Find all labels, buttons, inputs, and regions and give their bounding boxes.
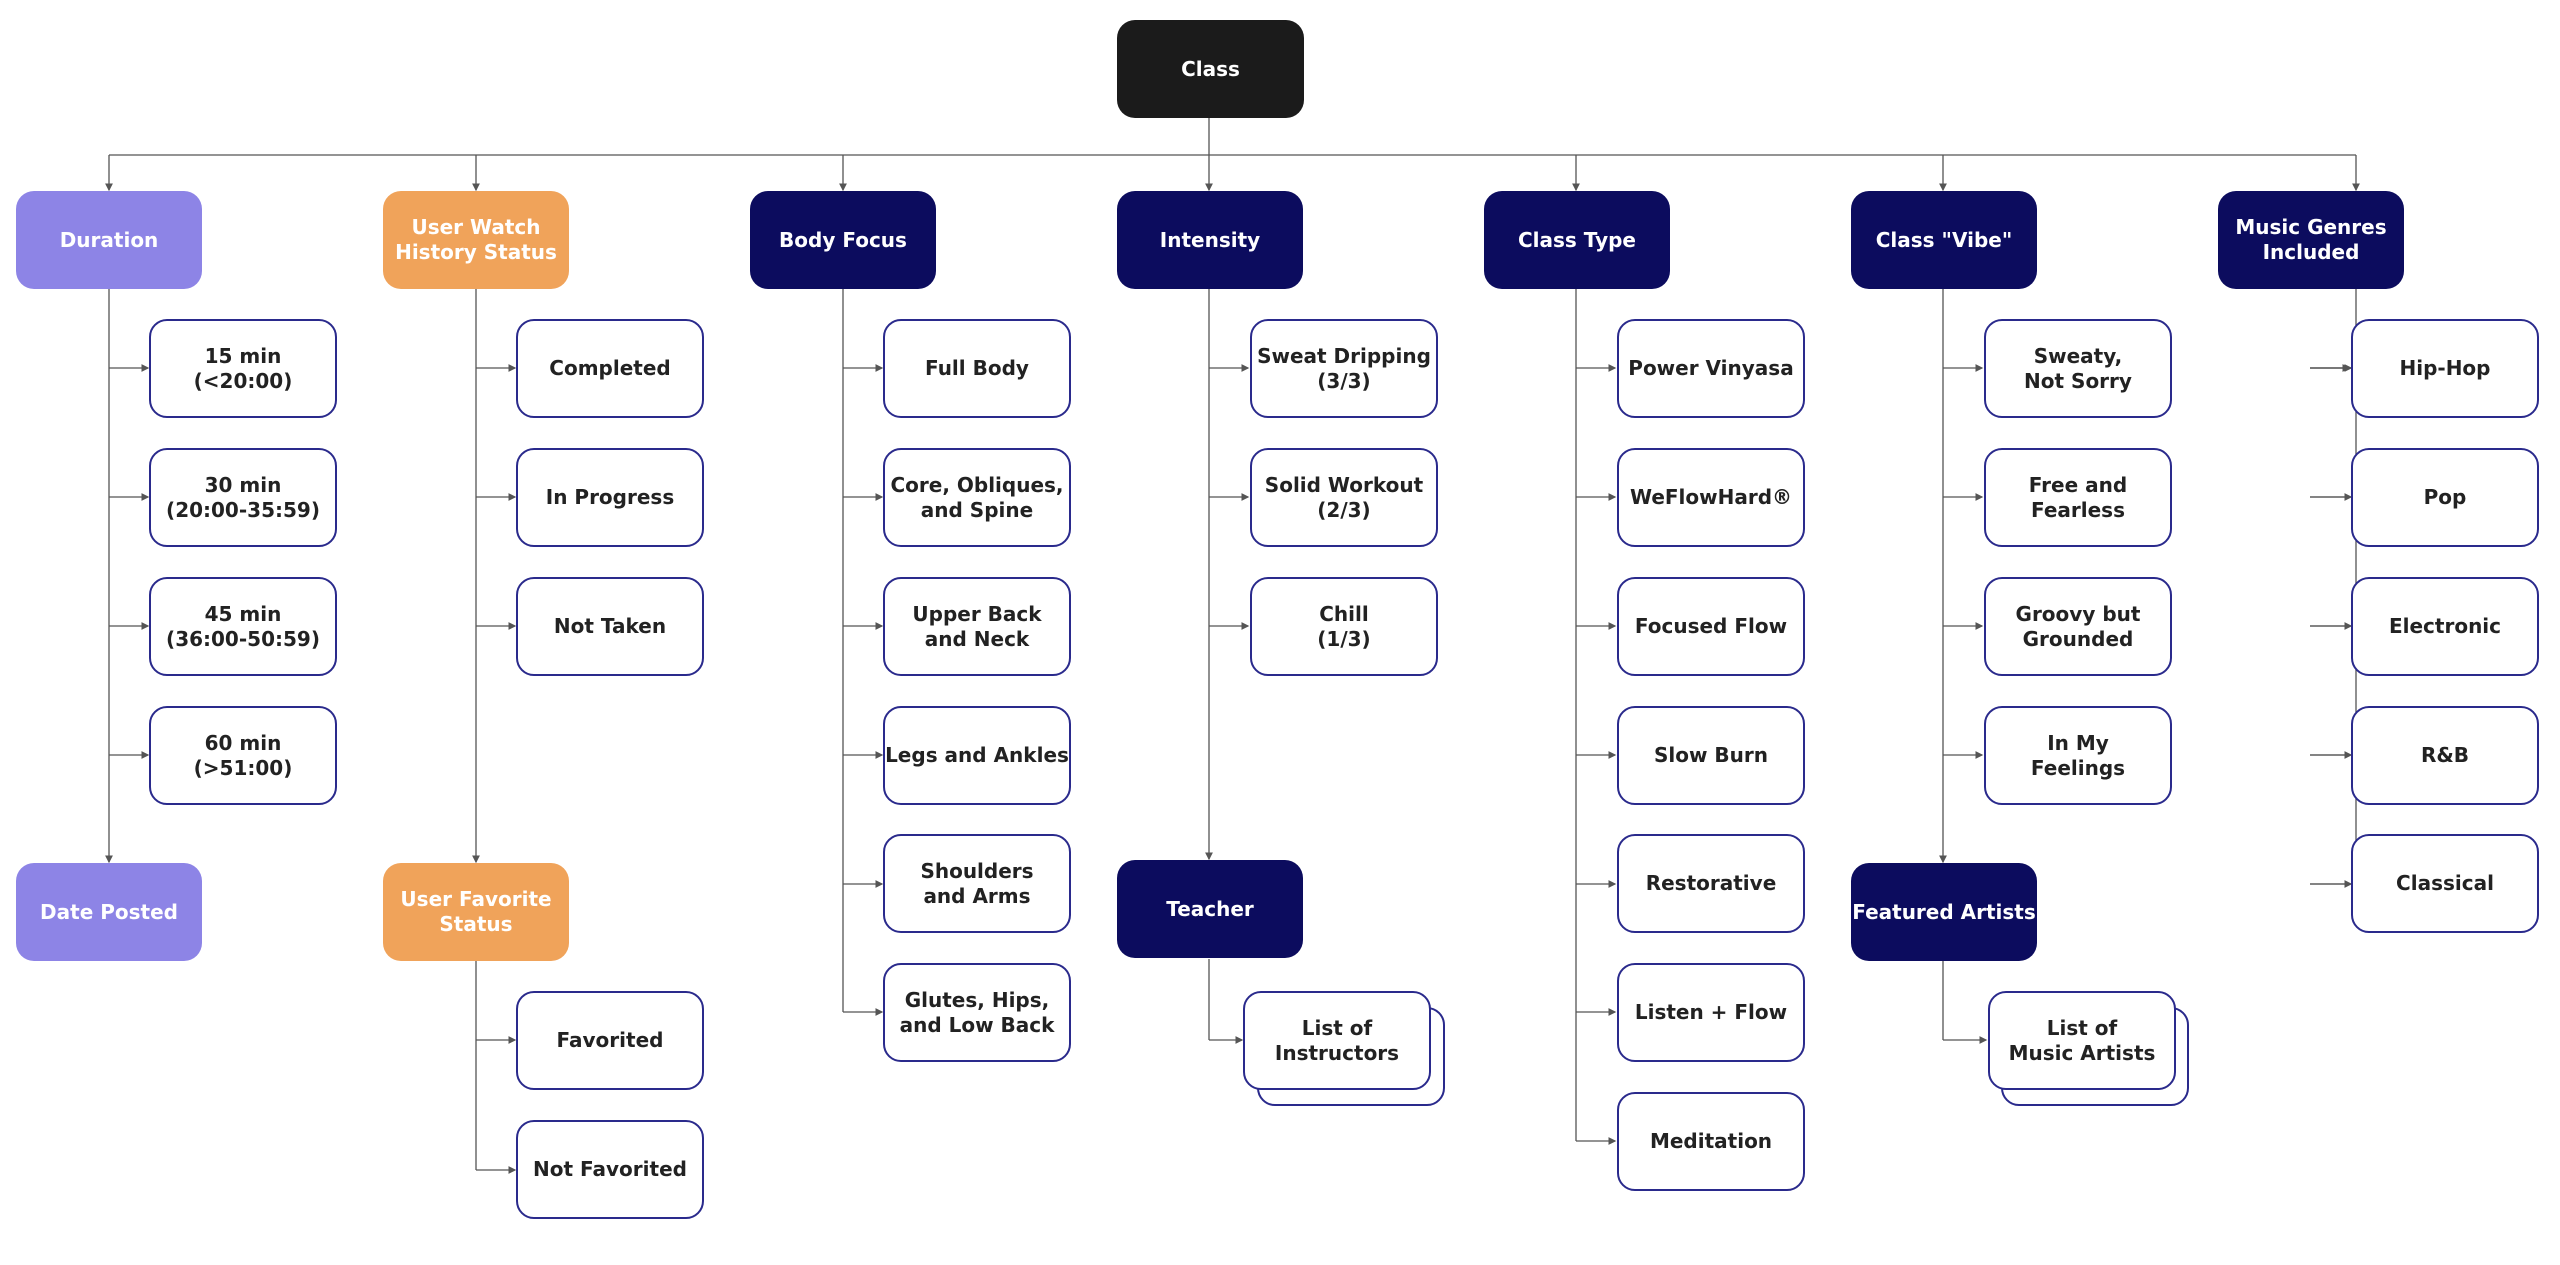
category-class-type: Class Type — [1484, 191, 1670, 289]
root-node-class: Class — [1117, 20, 1304, 118]
category-duration: Duration — [16, 191, 202, 289]
leaf-vibe-feelings: In My Feelings — [1984, 706, 2172, 805]
leaf-body-core: Core, Obliques, and Spine — [883, 448, 1071, 547]
leaf-genre-pop: Pop — [2351, 448, 2539, 547]
leaf-type-weflowhard: WeFlowHard® — [1617, 448, 1805, 547]
leaf-type-restorative: Restorative — [1617, 834, 1805, 933]
leaf-duration-15: 15 min (<20:00) — [149, 319, 337, 418]
category-teacher: Teacher — [1117, 860, 1303, 958]
leaf-duration-45: 45 min (36:00-50:59) — [149, 577, 337, 676]
leaf-type-slow-burn: Slow Burn — [1617, 706, 1805, 805]
leaf-genre-hip-hop: Hip-Hop — [2351, 319, 2539, 418]
leaf-body-glutes: Glutes, Hips, and Low Back — [883, 963, 1071, 1062]
leaf-type-power-vinyasa: Power Vinyasa — [1617, 319, 1805, 418]
leaf-intensity-solid: Solid Workout (2/3) — [1250, 448, 1438, 547]
leaf-genre-rnb: R&B — [2351, 706, 2539, 805]
leaf-intensity-sweat: Sweat Dripping (3/3) — [1250, 319, 1438, 418]
leaf-duration-30: 30 min (20:00-35:59) — [149, 448, 337, 547]
leaf-vibe-free: Free and Fearless — [1984, 448, 2172, 547]
leaf-list-of-instructors: List of Instructors — [1243, 991, 1431, 1090]
leaf-intensity-chill: Chill (1/3) — [1250, 577, 1438, 676]
leaf-body-shoulders: Shoulders and Arms — [883, 834, 1071, 933]
leaf-list-of-music-artists: List of Music Artists — [1988, 991, 2176, 1090]
leaf-vibe-groovy: Groovy but Grounded — [1984, 577, 2172, 676]
category-body-focus: Body Focus — [750, 191, 936, 289]
leaf-not-favorited: Not Favorited — [516, 1120, 704, 1219]
leaf-genre-classical: Classical — [2351, 834, 2539, 933]
leaf-watch-not-taken: Not Taken — [516, 577, 704, 676]
leaf-favorited: Favorited — [516, 991, 704, 1090]
leaf-watch-completed: Completed — [516, 319, 704, 418]
category-featured-artists: Featured Artists — [1851, 863, 2037, 961]
leaf-type-meditation: Meditation — [1617, 1092, 1805, 1191]
leaf-duration-60: 60 min (>51:00) — [149, 706, 337, 805]
category-favorite-status: User Favorite Status — [383, 863, 569, 961]
leaf-body-legs: Legs and Ankles — [883, 706, 1071, 805]
leaf-body-upper-back: Upper Back and Neck — [883, 577, 1071, 676]
leaf-type-focused-flow: Focused Flow — [1617, 577, 1805, 676]
leaf-type-listen-flow: Listen + Flow — [1617, 963, 1805, 1062]
leaf-watch-in-progress: In Progress — [516, 448, 704, 547]
category-watch-history: User Watch History Status — [383, 191, 569, 289]
leaf-body-full-body: Full Body — [883, 319, 1071, 418]
category-date-posted: Date Posted — [16, 863, 202, 961]
category-music-genres: Music Genres Included — [2218, 191, 2404, 289]
category-intensity: Intensity — [1117, 191, 1303, 289]
leaf-genre-electronic: Electronic — [2351, 577, 2539, 676]
category-class-vibe: Class "Vibe" — [1851, 191, 2037, 289]
leaf-vibe-sweaty: Sweaty, Not Sorry — [1984, 319, 2172, 418]
